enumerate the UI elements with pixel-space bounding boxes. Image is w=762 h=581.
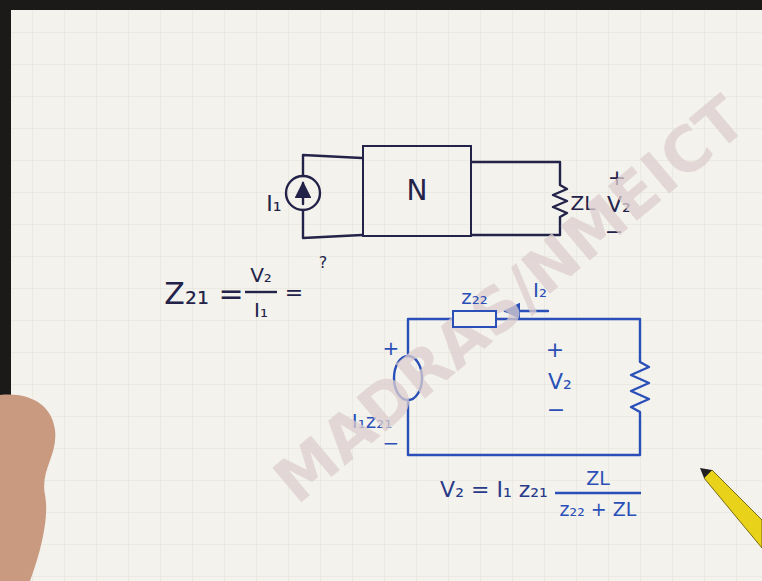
wire (303, 155, 362, 176)
polarity-sign: + (546, 338, 564, 362)
equals-sign: = (285, 281, 303, 305)
numerator: ZL (586, 468, 610, 489)
parameter-name: Z₂₁ = (164, 277, 243, 310)
frame-edge (0, 0, 762, 10)
network-box: N (362, 145, 472, 237)
polarity-sign: − (547, 398, 565, 422)
denominator: I₁ (254, 299, 268, 321)
node-label: N (407, 178, 428, 204)
fraction-bar (245, 291, 277, 293)
node-label: z₂₂ (452, 284, 497, 310)
hand (0, 395, 55, 581)
impedance-outline (452, 310, 497, 328)
top-circuit (286, 155, 567, 238)
marker-pen (700, 468, 762, 548)
source-current: I₁ (266, 192, 281, 216)
denominator: z₂₂ + ZL (560, 499, 637, 520)
wire (303, 210, 362, 238)
fraction-bar (555, 492, 641, 494)
source-arrow (302, 183, 304, 204)
question-mark: ? (319, 254, 328, 272)
impedance-box: z₂₂ (452, 284, 497, 328)
numerator: V₂ (250, 264, 272, 286)
equation: V₂ = I₁ z₂₁ (440, 478, 548, 502)
current-source (286, 176, 320, 210)
output-voltage: V₂ (548, 370, 572, 394)
